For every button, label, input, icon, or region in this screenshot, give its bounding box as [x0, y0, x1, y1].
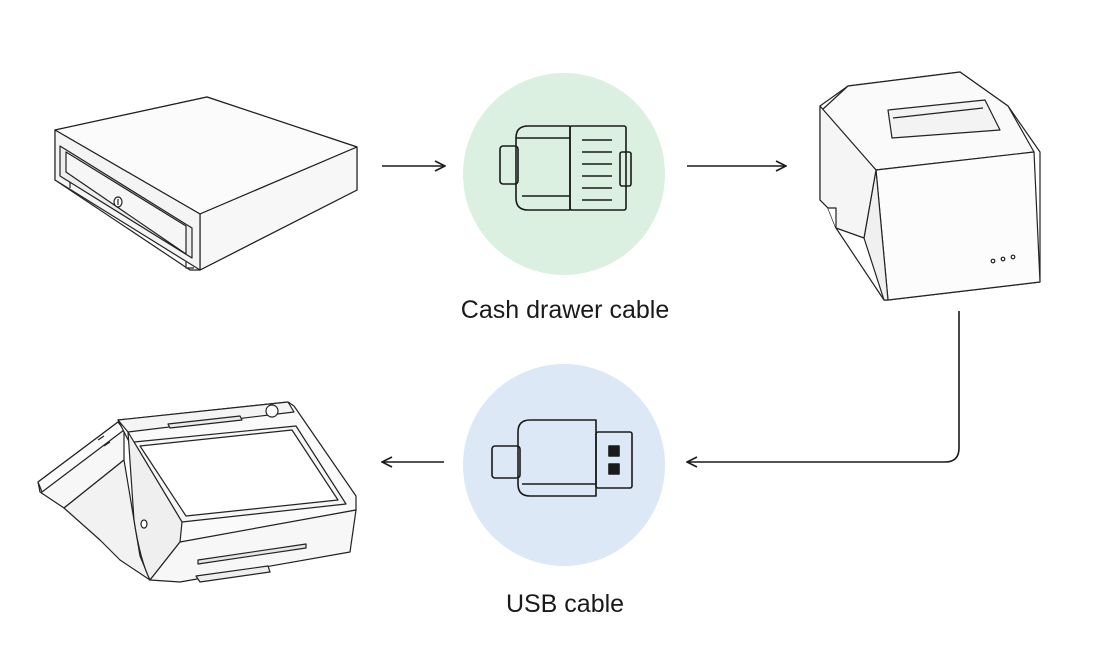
usb-connector-icon — [491, 419, 633, 497]
usb-cable-circle — [463, 364, 665, 566]
usb-cable-label: USB cable — [505, 590, 625, 618]
receipt-printer-icon — [819, 71, 1041, 301]
pos-terminal-icon — [37, 401, 357, 583]
cash-drawer-icon — [54, 96, 358, 271]
arrow-printer-to-usb — [687, 311, 960, 462]
drawer-cable-label: Cash drawer cable — [460, 296, 670, 324]
rj12-connector-icon — [499, 125, 632, 211]
drawer-cable-circle — [463, 73, 665, 275]
